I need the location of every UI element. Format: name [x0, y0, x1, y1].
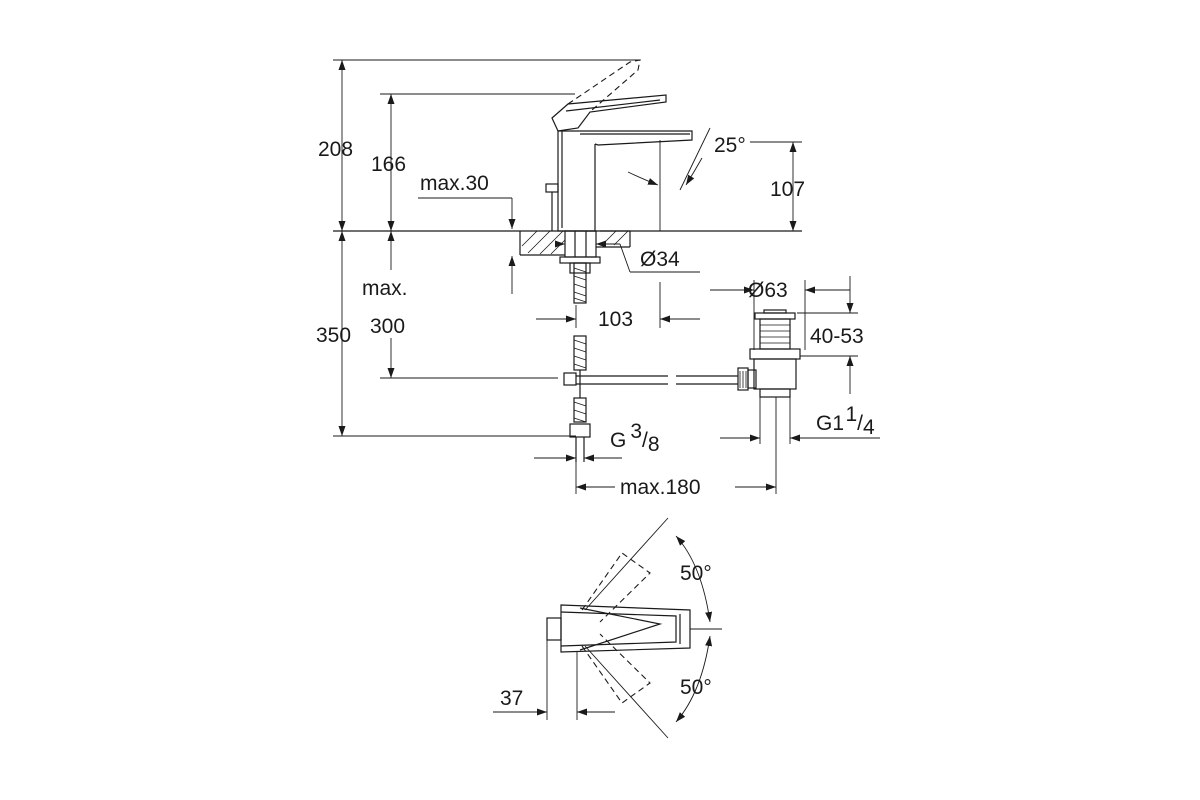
dim-label-max: max. [362, 277, 408, 300]
spout-top-view [546, 604, 691, 653]
waste-valve [737, 309, 801, 398]
dim-label-40-53: 40-53 [810, 325, 864, 348]
dim-label-max30: max.30 [420, 172, 489, 195]
supply-hose [563, 335, 591, 462]
dim-label-25deg: 25° [714, 134, 746, 157]
dim-label-350: 350 [316, 324, 351, 347]
dim-label-166: 166 [371, 153, 406, 176]
mounting-shank [559, 230, 601, 304]
dim-label-208: 208 [318, 138, 353, 161]
dim-label-d63: Ø63 [748, 279, 788, 302]
rotation-ghost-upper [581, 552, 651, 623]
dim-label-max180: max.180 [620, 476, 701, 499]
faucet-body [545, 59, 693, 232]
dim-label-300: 300 [370, 315, 405, 338]
rotation-ghost-lower [581, 633, 651, 704]
dim-label-d34: Ø34 [640, 248, 680, 271]
dim-label-103: 103 [598, 308, 633, 331]
dim-label-50deg-upper: 50° [680, 562, 712, 585]
top-view: 50° 50° 37 [493, 517, 722, 739]
dim-label-50deg-lower: 50° [680, 676, 712, 699]
side-view: 208 166 350 max. 300 [316, 59, 880, 499]
dim-label-37: 37 [500, 687, 523, 710]
dim-label-107: 107 [770, 178, 805, 201]
